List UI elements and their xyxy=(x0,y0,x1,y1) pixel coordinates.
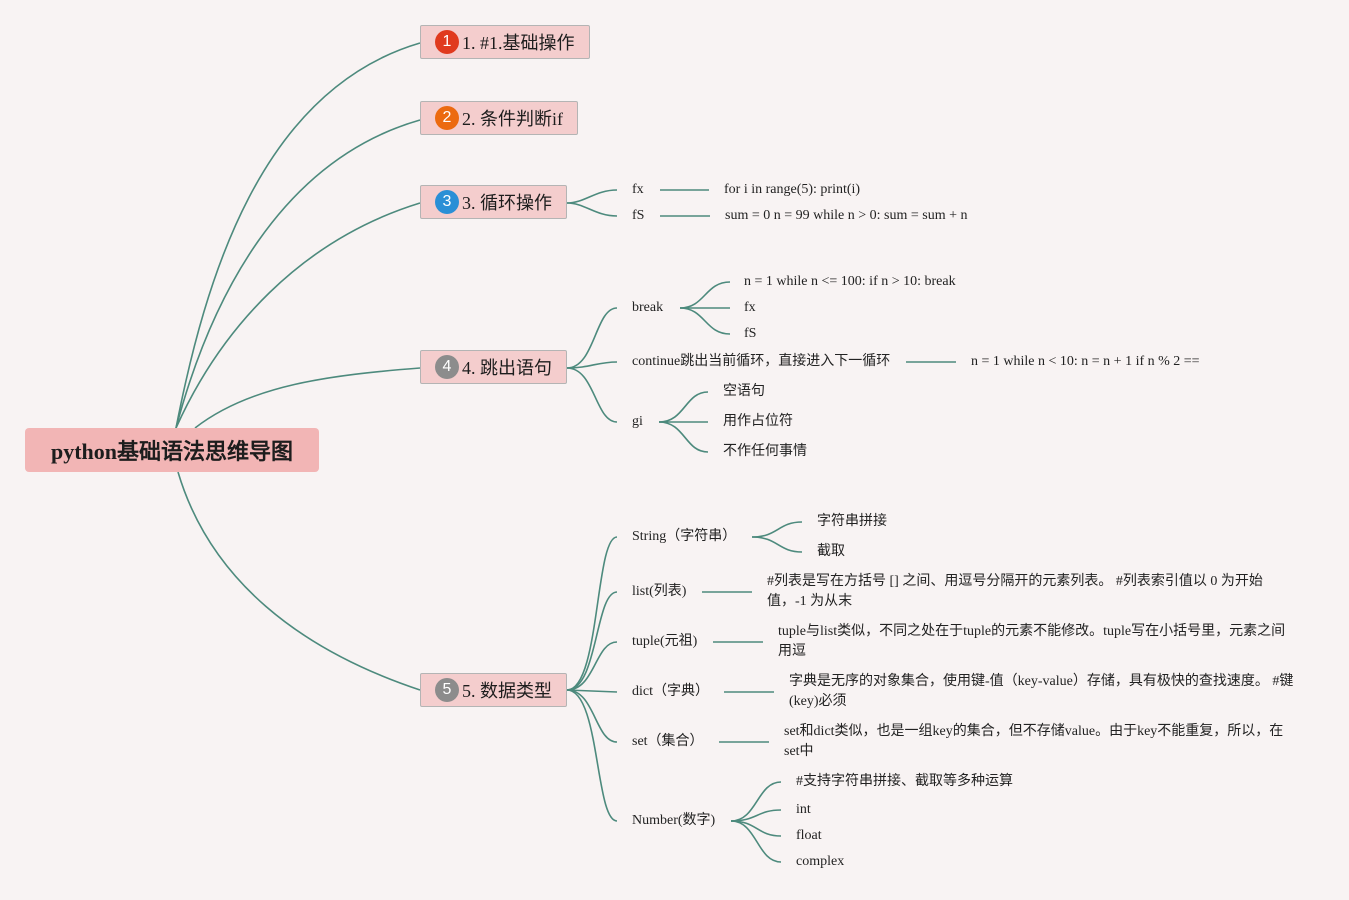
topic-fx[interactable]: fx xyxy=(632,182,644,197)
topic-number-complex[interactable]: complex xyxy=(796,854,845,869)
topic-string-slice[interactable]: 截取 xyxy=(817,544,845,559)
number-3-icon: 3 xyxy=(435,190,459,214)
topic-pass-empty[interactable]: 空语句 xyxy=(723,384,765,399)
number-1-icon: 1 xyxy=(435,30,459,54)
topic-fs[interactable]: fS xyxy=(632,208,645,223)
connector-b5-tuple xyxy=(566,641,618,691)
topic-pass-placeholder[interactable]: 用作占位符 xyxy=(723,414,793,429)
topic-list-desc[interactable]: #列表是写在方括号 [] 之间、用逗号分隔开的元素列表。 #列表索引值以 0 为… xyxy=(767,574,1263,609)
branch-label: 2. 条件判断if xyxy=(462,109,563,129)
connector-break-c3 xyxy=(679,307,731,335)
connector-number-c3 xyxy=(730,820,782,837)
branch-basic-ops[interactable]: 1 1. #1.基础操作 xyxy=(420,25,590,59)
number-4-icon: 4 xyxy=(435,355,459,379)
connector-break-c1 xyxy=(679,281,731,309)
topic-break-example[interactable]: n = 1 while n <= 100: if n > 10: break xyxy=(744,274,956,289)
topic-number[interactable]: Number(数字) xyxy=(632,813,716,828)
connector-b5-set xyxy=(566,689,618,743)
topic-fx-code[interactable]: for i in range(5): print(i) xyxy=(724,182,861,197)
connector-b4-continue xyxy=(566,361,618,369)
number-2-icon: 2 xyxy=(435,106,459,130)
branch-loop[interactable]: 3 3. 循环操作 xyxy=(420,185,567,219)
topic-number-float[interactable]: float xyxy=(796,828,822,843)
connector-b5-list xyxy=(566,591,618,691)
topic-set-desc[interactable]: set和dict类似，也是一组key的集合，但不存储value。由于key不能重… xyxy=(784,724,1284,759)
topic-pass-nothing[interactable]: 不作任何事情 xyxy=(723,444,807,459)
branch-condition-if[interactable]: 2 2. 条件判断if xyxy=(420,101,578,135)
topic-tuple[interactable]: tuple(元祖) xyxy=(632,634,698,649)
connector-b3-fs xyxy=(566,202,618,217)
connector-number-c4 xyxy=(730,820,782,863)
connector-root-b4 xyxy=(194,367,421,429)
connector-b4-break xyxy=(566,307,618,369)
topic-string[interactable]: String（字符串） xyxy=(632,529,737,544)
number-5-icon: 5 xyxy=(435,678,459,702)
topic-dict[interactable]: dict（字典） xyxy=(632,684,709,699)
connector-pass-c3 xyxy=(658,421,709,453)
branch-label: 4. 跳出语句 xyxy=(462,358,552,378)
connector-root-b1 xyxy=(175,42,421,429)
connector-string-c1 xyxy=(751,521,803,538)
connector-root-b3 xyxy=(175,202,421,429)
connector-pass-c1 xyxy=(658,391,709,423)
connector-b5-dict xyxy=(566,689,618,693)
root-topic[interactable]: python基础语法思维导图 xyxy=(25,428,319,472)
connector-b3-fx xyxy=(566,189,618,204)
topic-tuple-desc[interactable]: tuple与list类似，不同之处在于tuple的元素不能修改。tuple写在小… xyxy=(778,624,1286,659)
branch-label: 5. 数据类型 xyxy=(462,681,552,701)
topic-number-int[interactable]: int xyxy=(796,802,811,817)
topic-break[interactable]: break xyxy=(632,300,664,315)
connector-b5-number xyxy=(566,689,618,822)
branch-data-types[interactable]: 5 5. 数据类型 xyxy=(420,673,567,707)
connector-string-c2 xyxy=(751,536,803,553)
topic-pass[interactable]: gi xyxy=(632,414,643,429)
branch-label: 1. #1.基础操作 xyxy=(462,33,575,53)
topic-fs-code[interactable]: sum = 0 n = 99 while n > 0: sum = sum + … xyxy=(725,208,968,223)
topic-continue[interactable]: continue跳出当前循环，直接进入下一循环 xyxy=(632,354,891,369)
branch-label: 3. 循环操作 xyxy=(462,193,552,213)
topic-continue-code[interactable]: n = 1 while n < 10: n = n + 1 if n % 2 =… xyxy=(971,354,1200,369)
topic-list[interactable]: list(列表) xyxy=(632,584,687,599)
topic-number-ops[interactable]: #支持字符串拼接、截取等多种运算 xyxy=(796,774,1013,789)
connector-root-b5 xyxy=(177,471,421,691)
topic-break-fx[interactable]: fx xyxy=(744,300,756,315)
connector-root-b2 xyxy=(175,119,421,429)
topic-break-fs[interactable]: fS xyxy=(744,326,757,341)
connector-b5-string xyxy=(566,536,618,691)
topic-set[interactable]: set（集合） xyxy=(632,734,704,749)
connector-b4-pass xyxy=(566,367,618,423)
topic-string-concat[interactable]: 字符串拼接 xyxy=(817,514,887,529)
branch-jump[interactable]: 4 4. 跳出语句 xyxy=(420,350,567,384)
topic-dict-desc[interactable]: 字典是无序的对象集合，使用键-值（key-value）存储，具有极快的查找速度。… xyxy=(789,674,1294,709)
